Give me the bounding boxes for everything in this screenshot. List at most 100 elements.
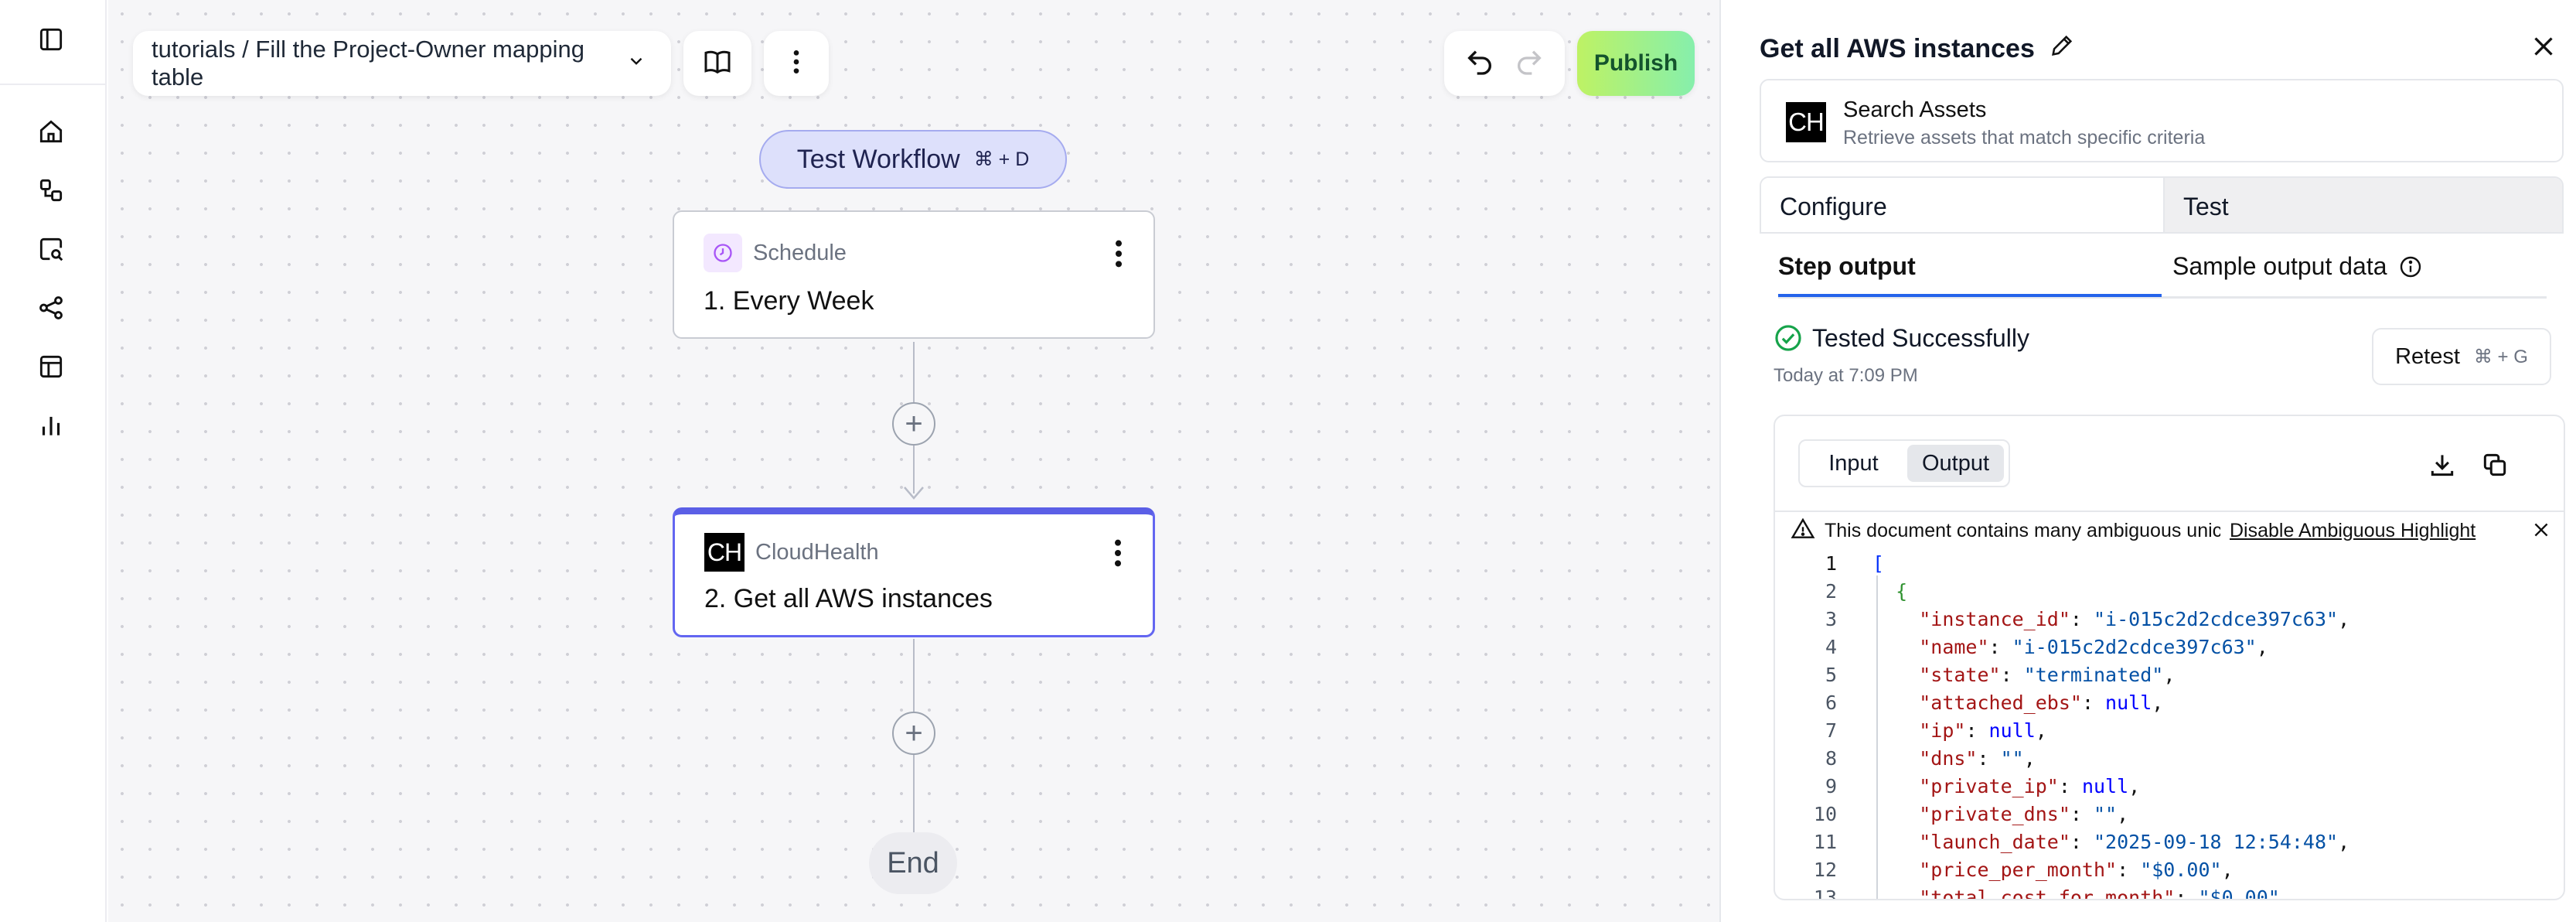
- test-workflow-label: Test Workflow: [796, 144, 960, 174]
- add-step-button[interactable]: +: [892, 402, 935, 446]
- action-selector[interactable]: CH Search Assets Retrieve assets that ma…: [1760, 79, 2564, 162]
- end-node: End: [869, 832, 957, 894]
- flows-icon[interactable]: [34, 173, 68, 207]
- info-icon[interactable]: [2398, 254, 2423, 279]
- tab-configure[interactable]: Configure: [1761, 178, 2163, 232]
- line-number: 10: [1813, 803, 1837, 825]
- copy-icon[interactable]: [2480, 450, 2510, 480]
- json-code-editor[interactable]: 1[2 {3 "instance_id": "i-015c2d2cdce397c…: [1775, 552, 2564, 900]
- line-number: 7: [1825, 719, 1837, 742]
- line-number: 1: [1825, 552, 1837, 575]
- step-title: 2. Get all AWS instances: [704, 584, 993, 613]
- connector-line: [913, 446, 915, 493]
- close-icon[interactable]: [2531, 520, 2551, 540]
- code-text: {: [1896, 580, 1908, 603]
- subtab-sample-label: Sample output data: [2172, 252, 2387, 280]
- subtab-sample-output[interactable]: Sample output data: [2172, 252, 2423, 281]
- code-line: 10 "private_dns": "",: [1775, 803, 2564, 831]
- code-text: "private_ip": null,: [1919, 775, 2141, 797]
- kebab-menu-icon: [781, 46, 812, 81]
- action-name: Search Assets: [1843, 97, 1987, 122]
- code-text: "name": "i-015c2d2cdce397c63",: [1919, 636, 2268, 658]
- output-viewer: Input Output This document contains many…: [1774, 415, 2565, 900]
- step-app-name: Schedule: [753, 240, 847, 265]
- line-number: 8: [1825, 747, 1837, 770]
- test-workflow-button[interactable]: Test Workflow ⌘ + D: [759, 130, 1067, 189]
- code-line: 8 "dns": "",: [1775, 747, 2564, 775]
- line-number: 3: [1825, 608, 1837, 630]
- connector-line: [913, 755, 915, 832]
- code-line: 3 "instance_id": "i-015c2d2cdce397c63",: [1775, 608, 2564, 636]
- code-text: "attached_ebs": null,: [1919, 692, 2164, 714]
- warning-text: This document contains many ambiguous un…: [1825, 520, 2220, 541]
- clock-icon: [704, 234, 742, 272]
- output-toggle-button[interactable]: Output: [1906, 445, 2004, 482]
- check-circle-icon: [1775, 325, 1801, 351]
- pencil-icon[interactable]: [2049, 32, 2075, 66]
- code-text: "private_dns": "",: [1919, 803, 2129, 825]
- kebab-menu-icon[interactable]: [1107, 238, 1130, 269]
- code-line: 7 "ip": null,: [1775, 719, 2564, 747]
- retest-button[interactable]: Retest ⌘ + G: [2372, 328, 2551, 385]
- step-header: CH CloudHealth: [704, 533, 879, 572]
- retest-shortcut: ⌘ + G: [2473, 346, 2528, 367]
- home-icon[interactable]: [34, 114, 68, 149]
- tab-test[interactable]: Test: [2163, 178, 2562, 232]
- subtab-step-output[interactable]: Step output: [1778, 252, 1916, 280]
- download-icon[interactable]: [2428, 450, 2457, 480]
- code-line: 5 "state": "terminated",: [1775, 664, 2564, 692]
- publish-button[interactable]: Publish: [1577, 31, 1695, 96]
- test-timestamp: Today at 7:09 PM: [1774, 365, 1918, 386]
- code-line: 12 "price_per_month": "$0.00",: [1775, 859, 2564, 886]
- code-text: "state": "terminated",: [1919, 664, 2176, 686]
- connector-line: [913, 342, 915, 404]
- step-title: 1. Every Week: [704, 286, 874, 316]
- kebab-menu-icon[interactable]: [1106, 538, 1130, 569]
- analytics-icon[interactable]: [34, 408, 68, 442]
- panel-title-text: Get all AWS instances: [1760, 34, 2035, 63]
- disable-ambiguous-link[interactable]: Disable Ambiguous Highlight: [2230, 520, 2476, 541]
- ambiguous-unicode-banner: This document contains many ambiguous un…: [1775, 511, 2564, 546]
- line-number: 5: [1825, 664, 1837, 686]
- undo-icon[interactable]: [1464, 46, 1495, 81]
- code-line: 9 "private_ip": null,: [1775, 775, 2564, 803]
- step-card-cloudhealth[interactable]: CH CloudHealth 2. Get all AWS instances: [673, 507, 1155, 637]
- line-number: 9: [1825, 775, 1837, 797]
- line-number: 12: [1813, 859, 1837, 881]
- code-line: 11 "launch_date": "2025-09-18 12:54:48",: [1775, 831, 2564, 859]
- arrow-down-icon: [904, 487, 924, 500]
- code-text: "instance_id": "i-015c2d2cdce397c63",: [1919, 608, 2350, 630]
- code-text: "ip": null,: [1919, 719, 2047, 742]
- line-number: 4: [1825, 636, 1837, 658]
- test-status-text: Tested Successfully: [1812, 323, 2030, 352]
- panel-title[interactable]: Get all AWS instances: [1760, 32, 2075, 66]
- runs-search-icon[interactable]: [34, 232, 68, 266]
- redo-icon[interactable]: [1514, 46, 1545, 81]
- line-number: 13: [1813, 886, 1837, 900]
- docs-button[interactable]: [683, 31, 751, 96]
- code-line: 13 "total_cost_for_month": "$0.00",: [1775, 886, 2564, 900]
- breadcrumb-text: tutorials / Fill the Project-Owner mappi…: [152, 36, 584, 90]
- step-header: Schedule: [704, 234, 847, 272]
- connections-icon[interactable]: [34, 291, 68, 325]
- step-card-schedule[interactable]: Schedule 1. Every Week: [673, 210, 1155, 339]
- active-tab-indicator: [1778, 294, 2162, 297]
- connector-line: [913, 639, 915, 713]
- action-description: Retrieve assets that match specific crit…: [1843, 127, 2206, 149]
- close-icon[interactable]: [2530, 32, 2557, 60]
- line-number: 6: [1825, 692, 1837, 714]
- retest-label: Retest: [2395, 343, 2460, 369]
- sidebar-divider: [0, 84, 107, 85]
- input-toggle-button[interactable]: Input: [1828, 450, 1879, 476]
- cloudhealth-logo: CH: [1786, 102, 1826, 142]
- test-workflow-shortcut: ⌘ + D: [973, 149, 1030, 170]
- more-options-button[interactable]: [764, 31, 829, 96]
- add-step-button[interactable]: +: [892, 712, 935, 755]
- code-text: "launch_date": "2025-09-18 12:54:48",: [1919, 831, 2350, 853]
- tables-icon[interactable]: [34, 350, 68, 384]
- step-app-name: CloudHealth: [755, 539, 879, 565]
- code-text: [: [1872, 552, 1885, 575]
- toggle-sidebar-icon[interactable]: [34, 22, 68, 56]
- undo-redo-group: [1444, 31, 1565, 96]
- breadcrumb[interactable]: tutorials / Fill the Project-Owner mappi…: [133, 31, 671, 96]
